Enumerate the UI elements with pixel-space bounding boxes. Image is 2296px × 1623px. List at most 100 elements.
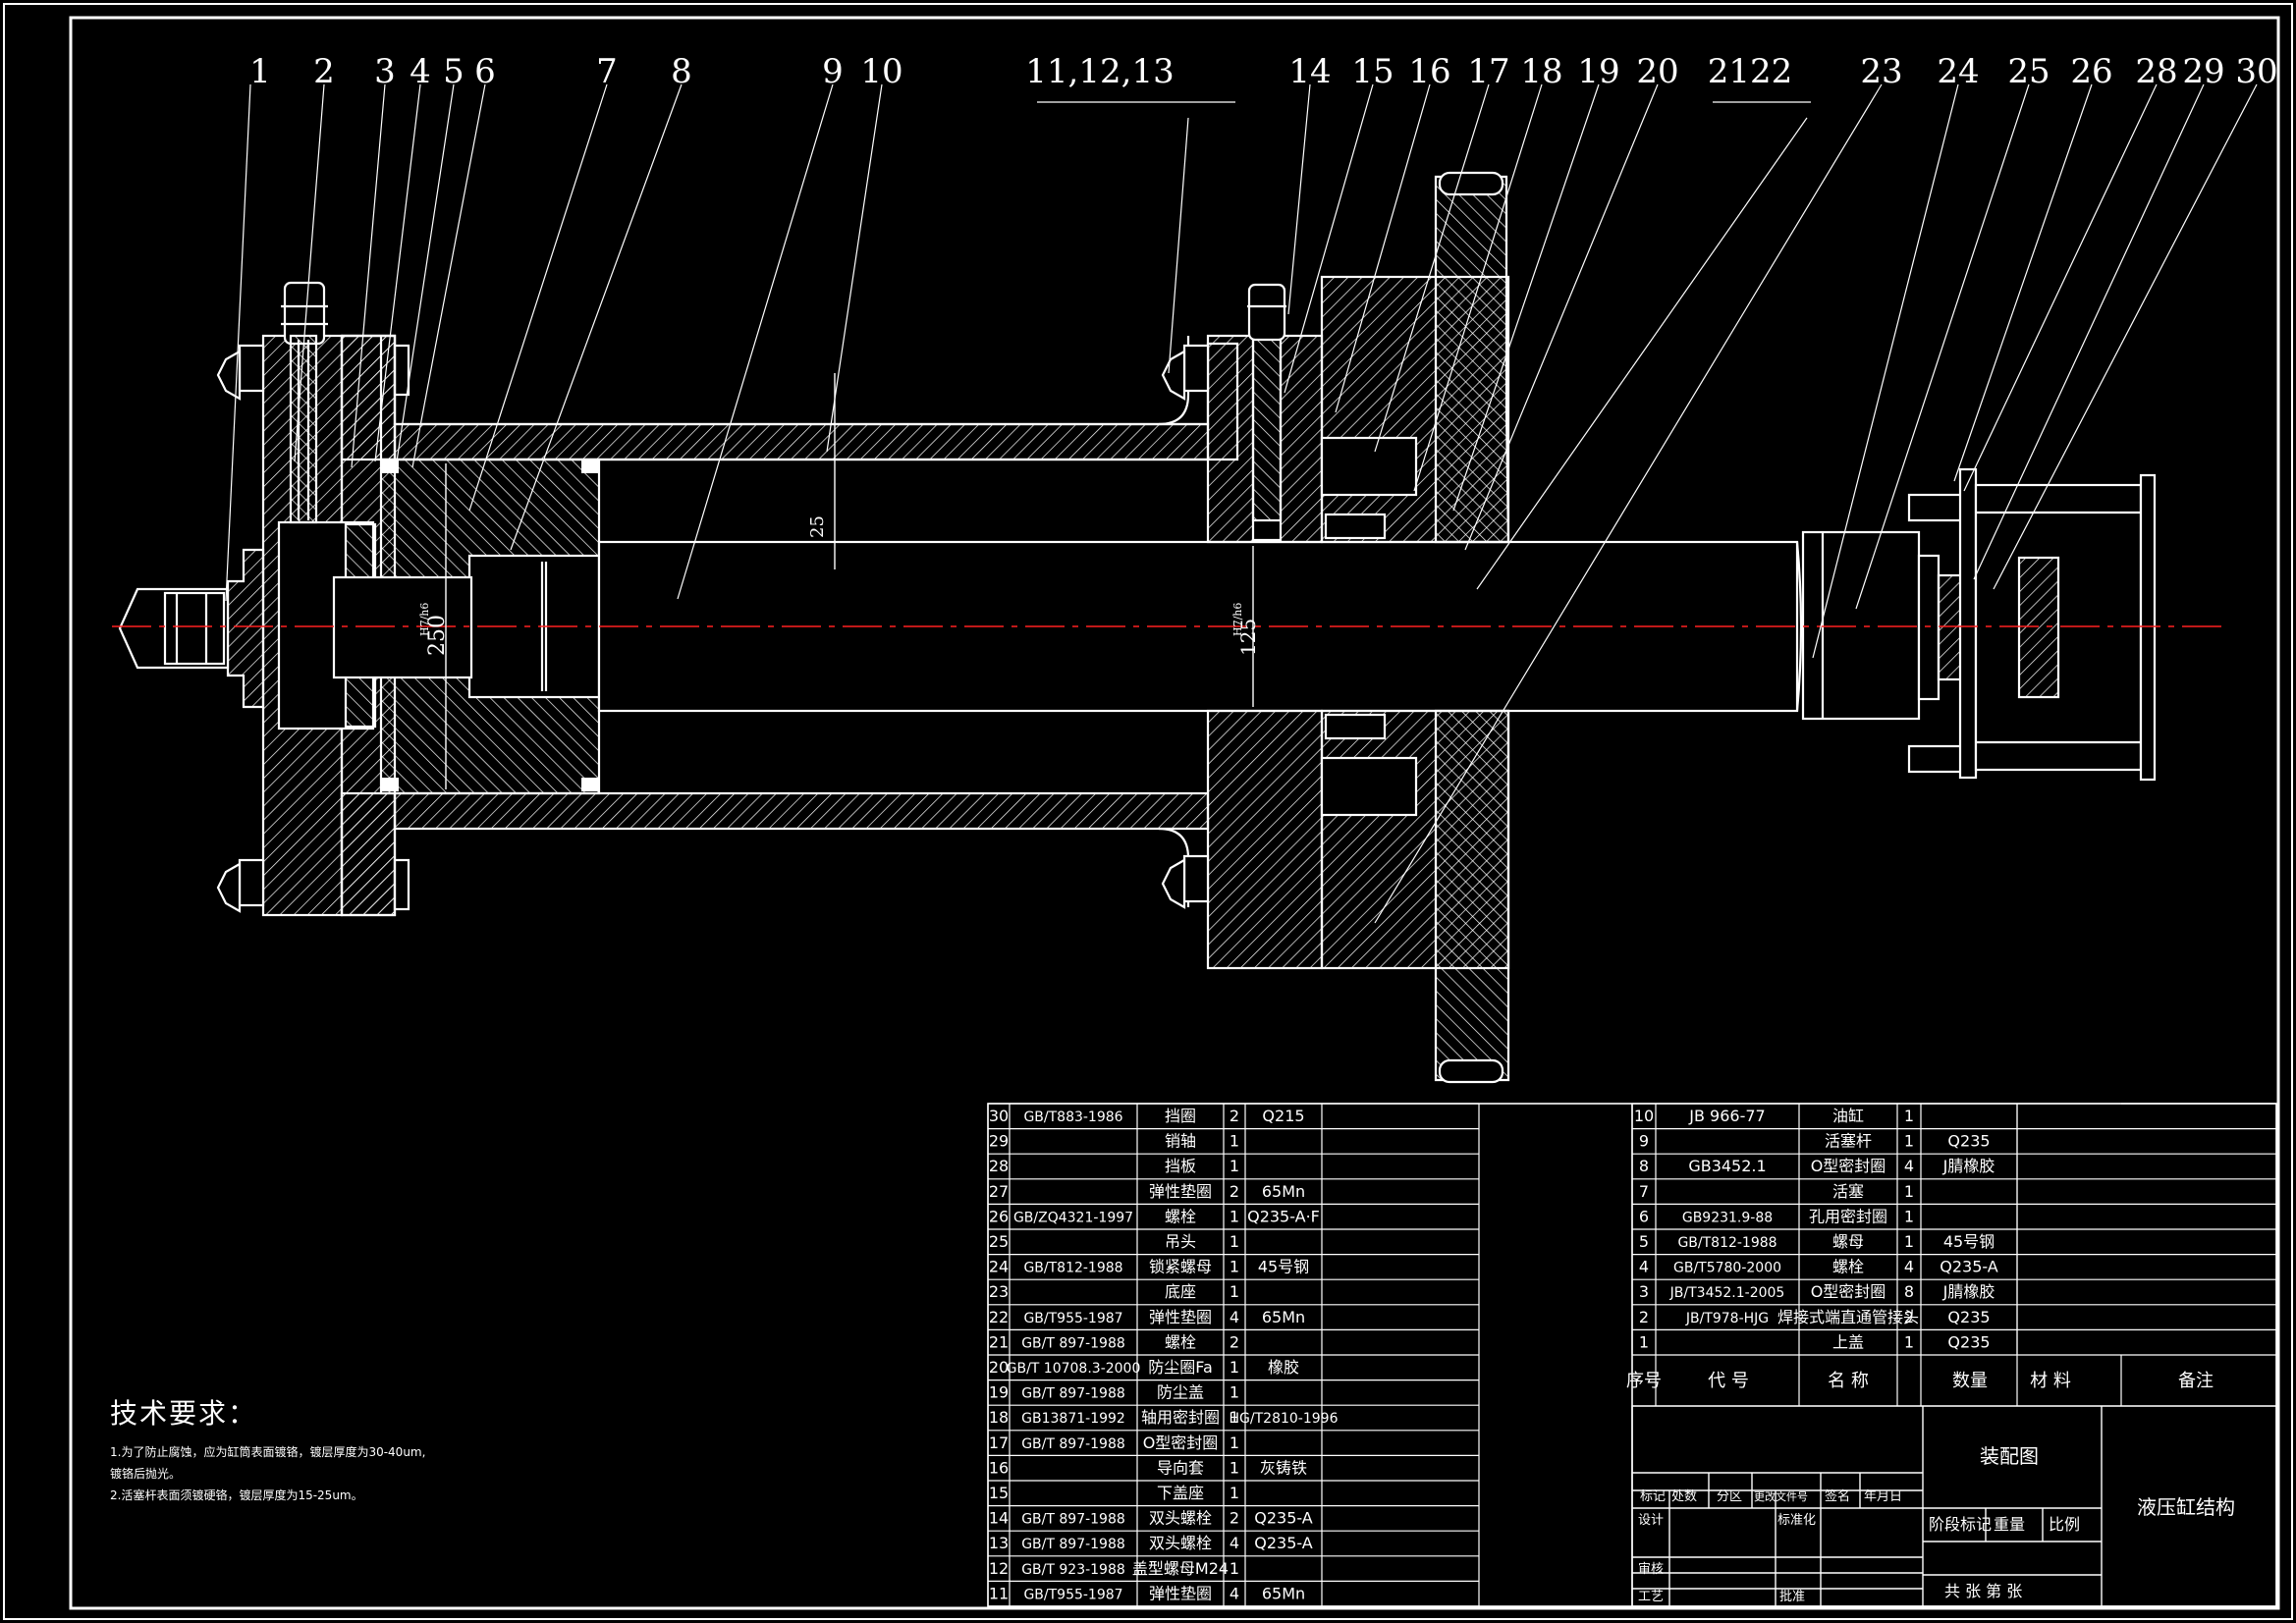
bom-cell: 23 xyxy=(989,1282,1009,1301)
dim-rod-fit: H7/h6 xyxy=(1231,603,1244,636)
notes-line: 镀铬后抛光。 xyxy=(110,1467,182,1481)
bom-cell: 螺栓 xyxy=(1165,1332,1196,1351)
bom-cell: 孔用密封圈 xyxy=(1809,1207,1887,1225)
balloon-label: 14 xyxy=(1288,52,1331,91)
bom-cell: 螺栓 xyxy=(1165,1207,1196,1225)
leader-line xyxy=(1287,83,1311,315)
bom-cell: GB/T812-1988 xyxy=(1677,1235,1777,1251)
notes-line: 1.为了防止腐蚀，应为缸筒表面镀铬，镀层厚度为30-40um, xyxy=(110,1445,426,1459)
bom-cell: 4 xyxy=(1639,1258,1649,1276)
bom-cell: J腈橡胶 xyxy=(1942,1282,1995,1301)
bom-cell: 挡板 xyxy=(1165,1157,1196,1175)
leader-line xyxy=(1335,83,1431,413)
leader-line xyxy=(1464,83,1659,551)
bom-cell: 螺栓 xyxy=(1832,1258,1864,1276)
bom-cell: JB 966-77 xyxy=(1688,1107,1765,1125)
leader-line xyxy=(468,83,608,512)
leader-line xyxy=(294,83,325,462)
bom-cell: Q235-A xyxy=(1940,1258,1998,1276)
leader-line xyxy=(1812,83,1959,659)
bom-cell: GB/T 897-1988 xyxy=(1021,1512,1125,1528)
bom-cell: 3 xyxy=(1639,1282,1649,1301)
bom-cell: GB3452.1 xyxy=(1688,1157,1766,1175)
bom-cell: 1 xyxy=(1904,1207,1914,1225)
tb-date: 年月日 xyxy=(1864,1489,1902,1504)
dim-bore: 250 xyxy=(425,615,450,656)
bom-cell: GB9231.9-88 xyxy=(1682,1210,1773,1225)
balloon-label: 6 xyxy=(474,52,496,91)
bom-cell: GB/T 923-1988 xyxy=(1021,1562,1125,1578)
balloon-label: 3 xyxy=(374,52,396,91)
bom-cell: 2 xyxy=(1904,1308,1914,1326)
bom-cell: 27 xyxy=(989,1182,1009,1201)
leader-line xyxy=(396,83,455,462)
balloon-label: 10 xyxy=(860,52,902,91)
bom-cell: 45号钢 xyxy=(1258,1258,1309,1276)
front-flange-bottom xyxy=(1206,709,1324,970)
leader-line xyxy=(510,83,683,551)
bom-cell: HG/T2810-1996 xyxy=(1230,1411,1339,1427)
leader-line xyxy=(1413,83,1543,492)
leader-line xyxy=(225,83,251,602)
bom-cell: 1 xyxy=(1904,1332,1914,1351)
bom-cell: 65Mn xyxy=(1262,1584,1305,1602)
bom-cell: 下盖座 xyxy=(1157,1484,1204,1502)
leader-line xyxy=(1855,83,2030,610)
tb-stage: 阶段标记 xyxy=(1929,1515,1992,1534)
tb-weight: 重量 xyxy=(1994,1515,2025,1534)
bom-cell: 2 xyxy=(1230,1107,1239,1125)
leader-line xyxy=(411,83,486,468)
bom-cell: 1 xyxy=(1904,1132,1914,1151)
bom-cell: O型密封圈 xyxy=(1811,1282,1886,1301)
bom-cell: 10 xyxy=(1634,1107,1654,1125)
bom-cell: 1 xyxy=(1230,1434,1239,1452)
barrel-top-wall xyxy=(393,422,1210,461)
bom-cell: 2 xyxy=(1230,1332,1239,1351)
balloon-label: 8 xyxy=(671,52,692,91)
bom-cell: Q235 xyxy=(1947,1332,1990,1351)
bom-cell: JB/T3452.1-2005 xyxy=(1669,1285,1785,1301)
tb-count: 处数 xyxy=(1671,1489,1697,1504)
bom-cell: 1 xyxy=(1904,1232,1914,1251)
bom-cell: 26 xyxy=(989,1207,1009,1225)
bom-cell: 活塞杆 xyxy=(1825,1132,1872,1151)
bom-cell: 吊头 xyxy=(1165,1232,1196,1251)
bom-cell: 1 xyxy=(1230,1207,1239,1225)
bom-cell: 13 xyxy=(989,1534,1009,1552)
balloon-label: 16 xyxy=(1408,52,1450,91)
bom-cell: 18 xyxy=(989,1408,1009,1427)
bom-cell: 19 xyxy=(989,1383,1009,1402)
balloon-label: 18 xyxy=(1520,52,1562,91)
dim-bore-fit: H7/h6 xyxy=(418,603,431,636)
bom-cell: 4 xyxy=(1904,1157,1914,1175)
bom-cell: 1 xyxy=(1230,1132,1239,1151)
tb-mark: 标记 xyxy=(1640,1489,1666,1504)
notes-heading: 技术要求： xyxy=(110,1397,258,1430)
leader-line xyxy=(1993,83,2258,590)
balloon-label: 5 xyxy=(443,52,465,91)
leader-line xyxy=(1452,83,1600,512)
tb-process: 工艺 xyxy=(1638,1590,1664,1604)
bom-cell: GB/ZQ4321-1997 xyxy=(1013,1210,1133,1225)
tb-sign: 签名 xyxy=(1825,1488,1850,1504)
bom-cell: 弹性垫圈 xyxy=(1149,1182,1212,1201)
inner-border xyxy=(69,16,2280,1610)
bom-cell: 双头螺栓 xyxy=(1149,1534,1212,1552)
leader-line xyxy=(1168,117,1189,374)
bom-cell: GB/T812-1988 xyxy=(1023,1261,1122,1276)
bom-cell: 挡圈 xyxy=(1165,1107,1196,1125)
bom-cell: 20 xyxy=(989,1358,1009,1377)
bom-cell: 双头螺栓 xyxy=(1149,1509,1212,1528)
title-block xyxy=(1631,1405,2277,1607)
bom-cell: GB/T 10708.3-2000 xyxy=(1007,1361,1141,1377)
bom-cell: 29 xyxy=(989,1132,1009,1151)
bom-cell: 橡胶 xyxy=(1268,1358,1299,1377)
tb-scale: 比例 xyxy=(2049,1515,2080,1534)
balloon-label: 19 xyxy=(1577,52,1619,91)
bom-header-qty: 数量 xyxy=(1952,1371,1988,1391)
bom-cell: O型密封圈 xyxy=(1143,1434,1219,1452)
bom-cell: 8 xyxy=(1639,1157,1649,1175)
bom-cell: 1 xyxy=(1230,1282,1239,1301)
balloon-label: 4 xyxy=(410,52,431,91)
